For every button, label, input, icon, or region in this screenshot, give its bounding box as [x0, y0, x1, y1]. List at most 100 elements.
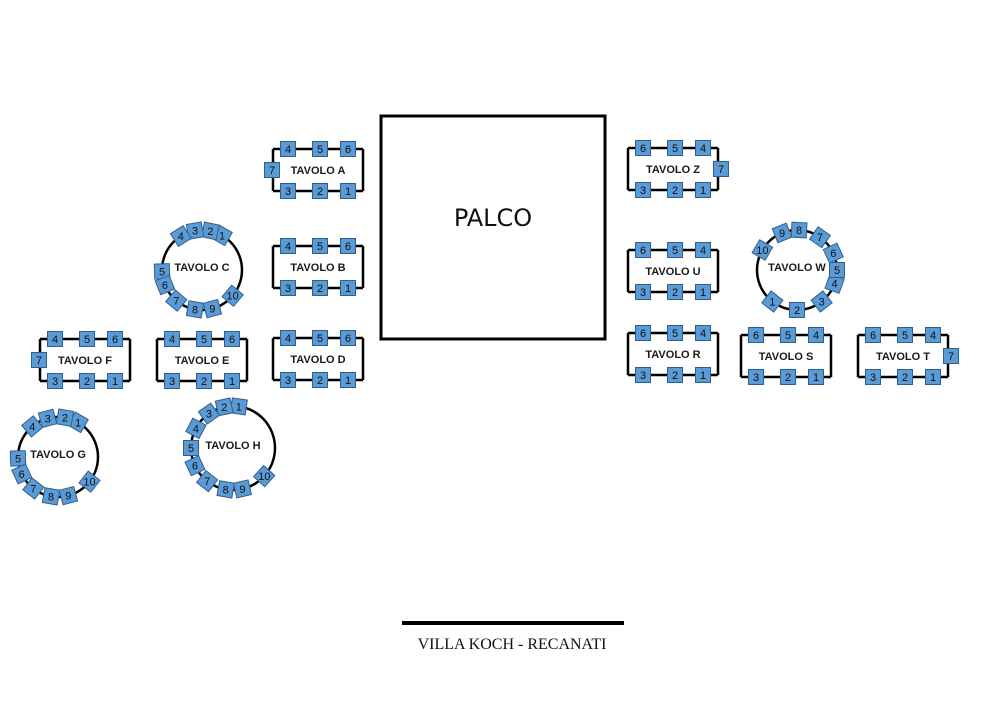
seat[interactable] [340, 330, 356, 346]
seat[interactable] [47, 331, 63, 347]
seat[interactable] [635, 284, 651, 300]
seat[interactable] [925, 369, 941, 385]
seat[interactable] [340, 141, 356, 157]
seat[interactable] [865, 327, 881, 343]
seat[interactable] [780, 369, 796, 385]
seat[interactable] [761, 290, 784, 313]
seat[interactable] [312, 280, 328, 296]
seat[interactable] [224, 373, 240, 389]
seat[interactable] [79, 331, 95, 347]
seat[interactable] [340, 280, 356, 296]
seat[interactable] [185, 221, 205, 240]
seat[interactable] [214, 397, 234, 417]
seat[interactable] [822, 242, 844, 264]
seat[interactable] [280, 183, 296, 199]
seat[interactable] [216, 480, 235, 499]
seat[interactable] [280, 372, 296, 388]
seat[interactable] [41, 487, 61, 506]
seat[interactable] [183, 440, 199, 456]
seat[interactable] [925, 327, 941, 343]
seat[interactable] [808, 226, 832, 249]
seat[interactable] [312, 141, 328, 157]
seat[interactable] [9, 450, 27, 467]
seat[interactable] [340, 372, 356, 388]
seat[interactable] [47, 373, 63, 389]
seat[interactable] [790, 221, 808, 239]
seat[interactable] [196, 373, 212, 389]
seat[interactable] [202, 298, 223, 319]
seat[interactable] [635, 182, 651, 198]
seat[interactable] [635, 242, 651, 258]
seat[interactable] [635, 140, 651, 156]
seat[interactable] [789, 302, 805, 318]
seat[interactable] [695, 325, 711, 341]
seat[interactable] [280, 141, 296, 157]
seat[interactable] [667, 242, 683, 258]
seat[interactable] [22, 477, 45, 500]
seat[interactable] [771, 222, 793, 244]
seat[interactable] [196, 331, 212, 347]
seat[interactable] [695, 367, 711, 383]
seat[interactable] [79, 373, 95, 389]
seat[interactable] [695, 284, 711, 300]
seat[interactable] [713, 161, 729, 177]
seat[interactable] [667, 325, 683, 341]
seat[interactable] [280, 238, 296, 254]
seat[interactable] [865, 369, 881, 385]
seat[interactable] [780, 327, 796, 343]
seat[interactable] [280, 280, 296, 296]
seat[interactable] [37, 408, 58, 429]
seat[interactable] [340, 183, 356, 199]
seat[interactable] [312, 238, 328, 254]
seat[interactable] [107, 331, 123, 347]
seat[interactable] [11, 463, 33, 485]
seat[interactable] [185, 300, 205, 319]
seat[interactable] [312, 330, 328, 346]
seat[interactable] [667, 182, 683, 198]
seat[interactable] [264, 162, 280, 178]
seat[interactable] [252, 464, 276, 488]
seat[interactable] [808, 327, 824, 343]
seat[interactable] [197, 402, 221, 425]
seat[interactable] [897, 327, 913, 343]
seat[interactable] [232, 479, 253, 499]
seat[interactable] [169, 225, 192, 248]
seat[interactable] [667, 367, 683, 383]
seat[interactable] [164, 373, 180, 389]
seat[interactable] [55, 408, 75, 427]
seat[interactable] [312, 372, 328, 388]
seat[interactable] [31, 352, 47, 368]
seat[interactable] [667, 140, 683, 156]
seat[interactable] [695, 242, 711, 258]
seat[interactable] [280, 330, 296, 346]
seat[interactable] [897, 369, 913, 385]
seat[interactable] [165, 289, 188, 312]
seat[interactable] [810, 290, 833, 313]
seat[interactable] [107, 373, 123, 389]
seat[interactable] [200, 221, 220, 241]
seat[interactable] [224, 331, 240, 347]
seat[interactable] [635, 367, 651, 383]
seat[interactable] [695, 140, 711, 156]
seat[interactable] [635, 325, 651, 341]
seat[interactable] [829, 262, 845, 278]
seat[interactable] [808, 369, 824, 385]
seat[interactable] [748, 327, 764, 343]
seat[interactable] [78, 470, 101, 493]
seat[interactable] [667, 284, 683, 300]
seat[interactable] [184, 455, 206, 477]
